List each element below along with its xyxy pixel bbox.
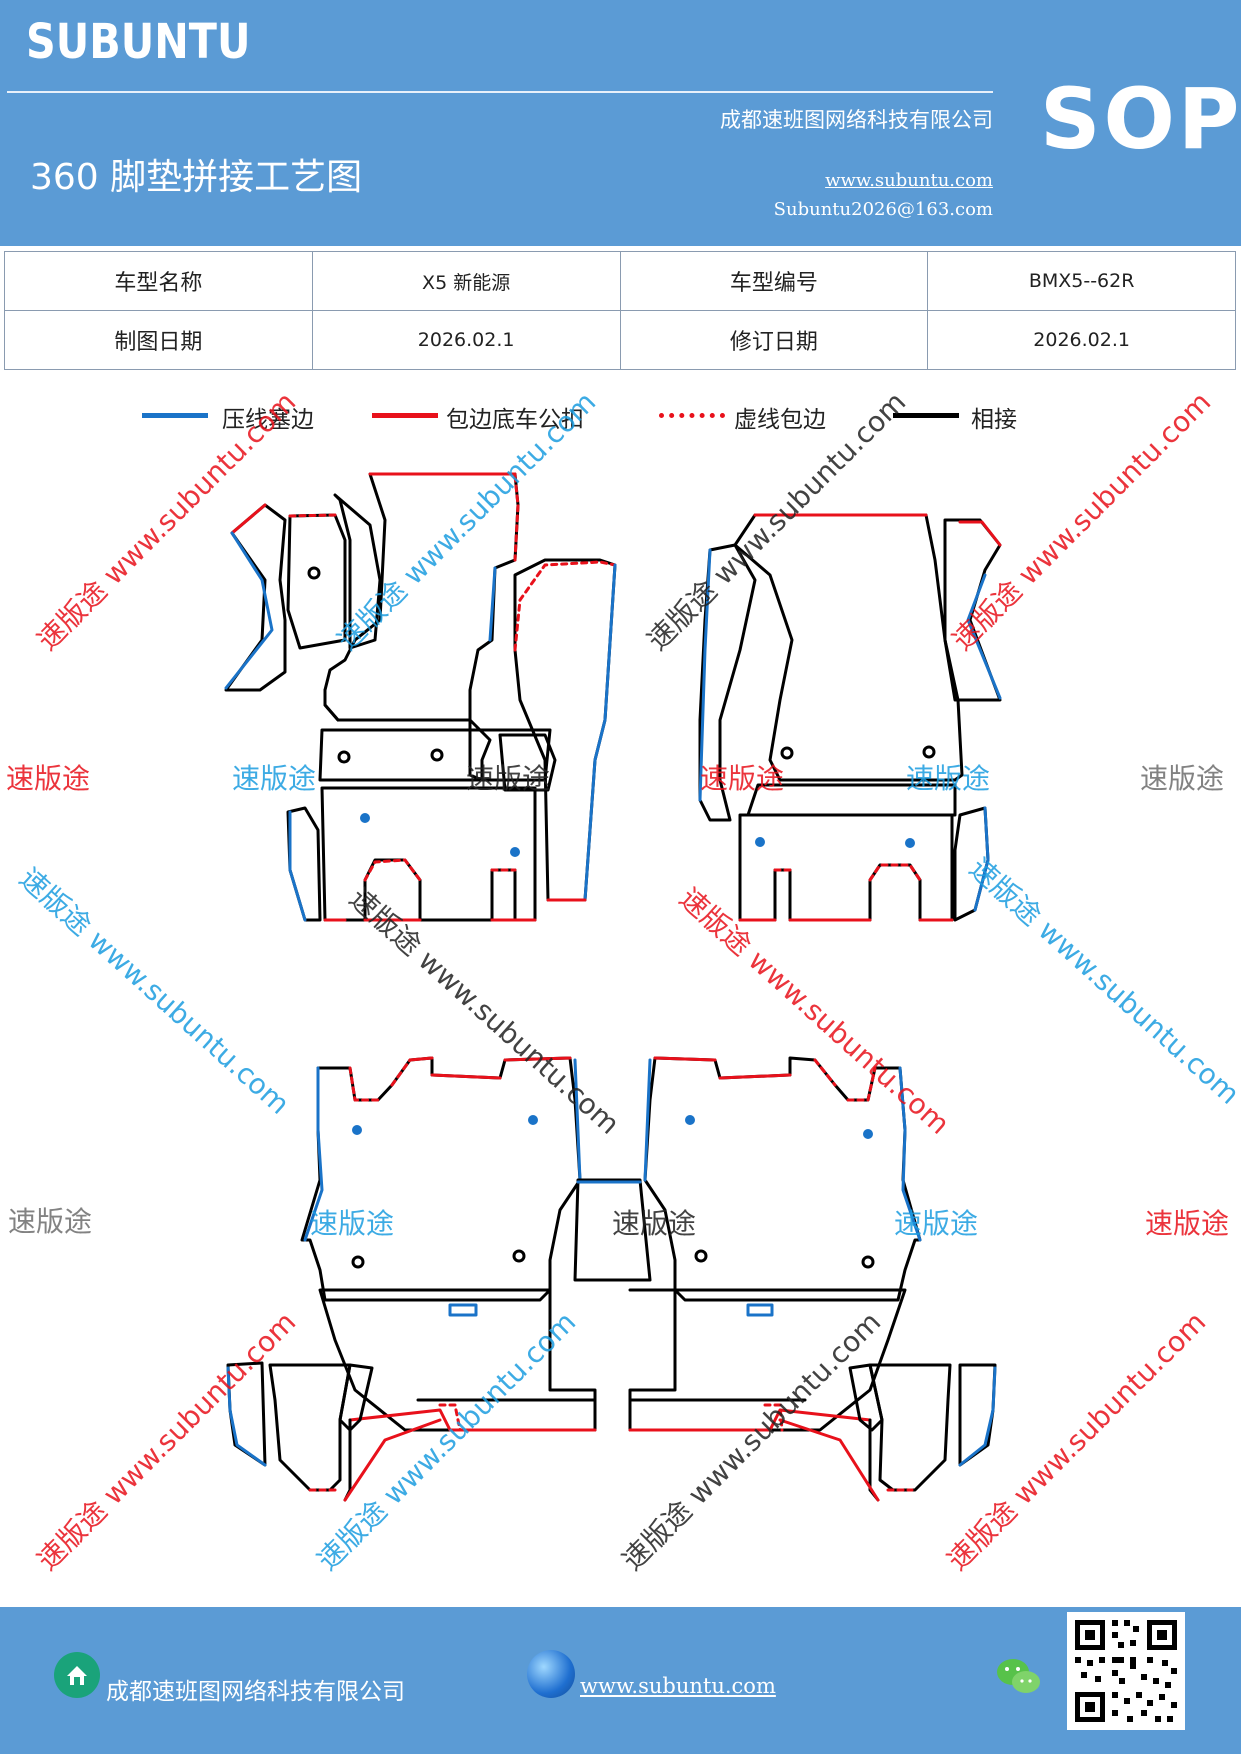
mat-rear-right <box>628 1056 997 1502</box>
watermark-brand: 速版途 <box>1145 1207 1230 1240</box>
footer-company: 成都速班图网络科技有限公司 <box>106 1679 405 1705</box>
email-address: Subuntu2026@163.com <box>773 199 993 220</box>
watermark-brand: 速版途 <box>6 762 91 795</box>
legend-swatch-black <box>893 413 959 418</box>
legend-label: 相接 <box>971 407 1017 433</box>
watermark-brand: 速版途 <box>8 1205 93 1238</box>
table-label: 制图日期 <box>4 310 313 370</box>
legend-swatch-red-dashed <box>659 413 725 418</box>
website-link[interactable]: www.subuntu.com <box>825 170 993 191</box>
wechat-icon <box>995 1655 1043 1703</box>
table-label: 车型名称 <box>4 251 313 311</box>
sop-badge: SOP <box>1040 70 1241 168</box>
watermark-brand: 速版途 <box>310 1207 395 1240</box>
mat-front-right <box>698 513 1002 922</box>
table-value: 2026.02.1 <box>927 310 1236 370</box>
table-value: X5 新能源 <box>311 251 621 311</box>
table-row: 制图日期 2026.02.1 修订日期 2026.02.1 <box>4 310 1236 370</box>
page-title: 360 脚垫拼接工艺图 <box>30 157 363 198</box>
legend-label: 压线塞边 <box>222 407 314 433</box>
watermark-brand: 速版途 <box>1140 762 1225 795</box>
watermark-brand: 速版途 <box>700 762 785 795</box>
mat-front-left <box>224 472 617 922</box>
qr-code <box>1067 1612 1185 1730</box>
floor-mat-diagram <box>224 472 1002 1502</box>
mat-rear-left <box>226 1056 652 1502</box>
legend-swatch-blue <box>142 413 208 418</box>
watermark-brand: 速版途 <box>232 762 317 795</box>
watermark-brand: 速版途 <box>906 762 991 795</box>
home-icon <box>54 1652 100 1698</box>
globe-icon <box>527 1650 575 1698</box>
watermark-brand: 速版途 <box>894 1207 979 1240</box>
watermark-brand: 速版途 <box>466 762 551 795</box>
legend: 压线塞边 包边底车公扣 虚线包边 相接 <box>0 400 1241 440</box>
legend-swatch-red <box>372 413 438 418</box>
legend-label: 包边底车公扣 <box>446 407 584 433</box>
table-value: BMX5--62R <box>927 251 1236 311</box>
legend-label: 虚线包边 <box>734 407 826 433</box>
watermark-brand: 速版途 <box>612 1207 697 1240</box>
footer-website-link[interactable]: www.subuntu.com <box>580 1674 776 1698</box>
table-row: 车型名称 X5 新能源 车型编号 BMX5--62R <box>4 251 1236 311</box>
header-divider <box>7 91 993 93</box>
table-label: 修订日期 <box>619 310 929 370</box>
company-name: 成都速班图网络科技有限公司 <box>720 108 993 132</box>
table-label: 车型编号 <box>619 251 929 311</box>
table-value: 2026.02.1 <box>311 310 621 370</box>
header-banner <box>0 0 1241 246</box>
info-table: 车型名称 X5 新能源 车型编号 BMX5--62R 制图日期 2026.02.… <box>4 251 1236 370</box>
brand-logo: SUBUNTU <box>26 14 251 70</box>
